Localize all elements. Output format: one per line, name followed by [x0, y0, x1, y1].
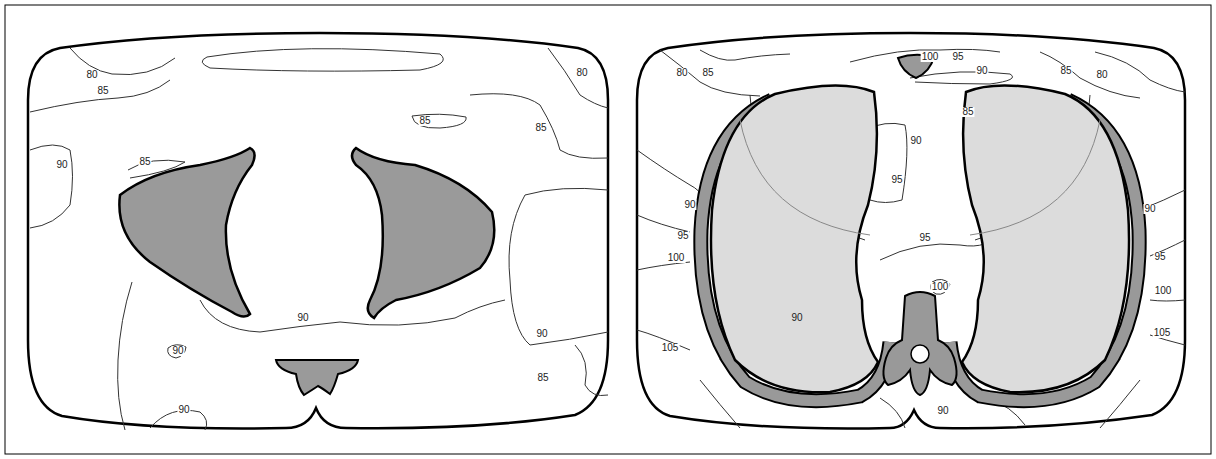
right-lung-group — [950, 85, 1139, 400]
isodose-value: 95 — [951, 52, 964, 62]
isodose-value: 90 — [171, 346, 184, 356]
isodose-value: 85 — [1059, 66, 1072, 76]
left-lung-group — [701, 85, 890, 400]
left-section — [28, 33, 608, 430]
body-outline — [28, 33, 608, 429]
isodose-value: 90 — [296, 313, 309, 323]
isodose-value: 100 — [667, 253, 686, 263]
isodose-value: 85 — [961, 107, 974, 117]
isodose-value: 90 — [975, 66, 988, 76]
isodose-value: 90 — [936, 406, 949, 416]
isodose-line — [970, 120, 1100, 235]
lung — [119, 148, 254, 317]
isodose-value: 90 — [1143, 204, 1156, 214]
isodose-value: 105 — [1153, 328, 1172, 338]
isodose-value: 85 — [418, 116, 431, 126]
isodose-lines — [30, 48, 608, 430]
isodose-value: 85 — [96, 86, 109, 96]
isodose-value: 90 — [909, 136, 922, 146]
isodose-value: 85 — [701, 68, 714, 78]
lung — [711, 85, 878, 392]
vertebra — [276, 360, 358, 395]
frame — [5, 5, 1211, 454]
isodose-value: 80 — [575, 68, 588, 78]
isodose-value: 95 — [890, 175, 903, 185]
isodose-value: 100 — [921, 52, 940, 62]
lung — [352, 148, 494, 318]
isodose-value: 80 — [85, 70, 98, 80]
isodose-value: 95 — [676, 231, 689, 241]
isodose-value: 80 — [675, 68, 688, 78]
isodose-lines — [637, 49, 1185, 428]
isodose-value: 95 — [1153, 252, 1166, 262]
isodose-value: 105 — [661, 343, 680, 353]
isodose-value: 90 — [535, 329, 548, 339]
isodose-value: 90 — [683, 200, 696, 210]
vertebra — [883, 292, 956, 395]
lung — [962, 85, 1129, 392]
right-section — [637, 33, 1185, 429]
isodose-value: 85 — [536, 373, 549, 383]
isodose-value: 80 — [1095, 70, 1108, 80]
isodose-line — [740, 120, 870, 235]
isodose-value: 95 — [918, 233, 931, 243]
isodose-value: 90 — [790, 313, 803, 323]
isodose-value: 85 — [534, 123, 547, 133]
body-outline — [637, 33, 1185, 429]
isodose-value: 90 — [177, 405, 190, 415]
isodose-value: 100 — [1154, 286, 1173, 296]
spinal-canal — [911, 345, 929, 363]
isodose-value: 90 — [55, 160, 68, 170]
isodose-value: 85 — [138, 157, 151, 167]
isodose-value: 100 — [931, 282, 950, 292]
